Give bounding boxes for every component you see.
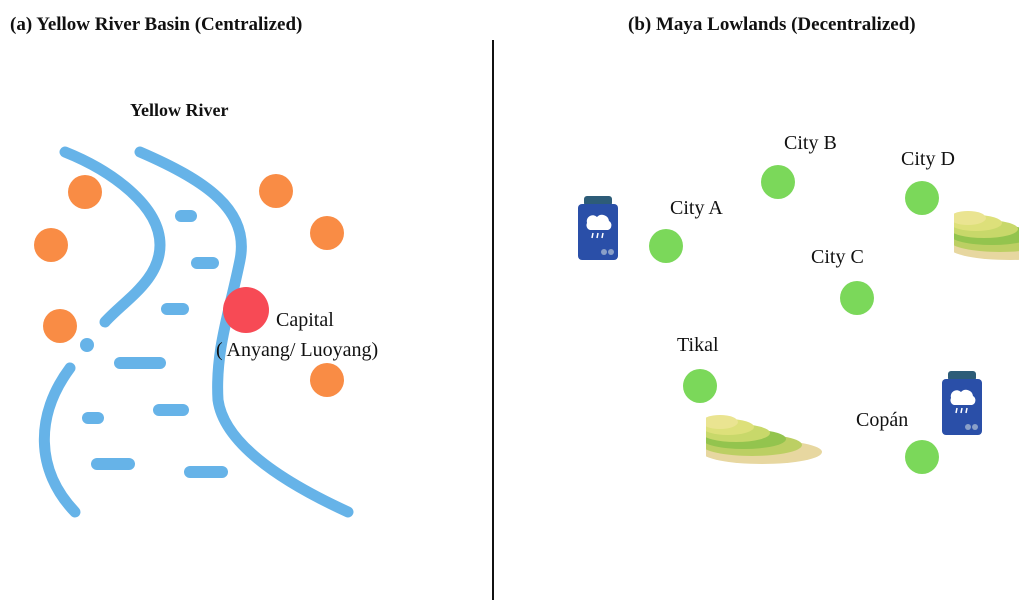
copan-label: Copán (856, 409, 909, 431)
river-left-lower (38, 362, 81, 518)
city-a-label: City A (670, 197, 723, 219)
city-a-dot (649, 229, 683, 263)
settlement-dot (310, 216, 344, 250)
tikal-dot (683, 369, 717, 403)
capital-dot (223, 287, 269, 333)
tikal-label: Tikal (677, 334, 719, 356)
settlement-dot (68, 175, 102, 209)
terraced-field-icon (702, 414, 822, 464)
city-d-dot (905, 181, 939, 215)
maya-cities (649, 165, 939, 474)
river-left-upper (59, 146, 166, 328)
panel-divider (492, 40, 494, 600)
city-b-dot (761, 165, 795, 199)
panel-a-title: (a) Yellow River Basin (Centralized) (10, 14, 303, 35)
settlement-dot (259, 174, 293, 208)
yellow-river-label: Yellow River (130, 100, 229, 120)
river-islet (80, 338, 94, 352)
city-c-label: City C (811, 246, 864, 268)
rain-gauge-icon (941, 370, 983, 436)
capital-label: Capital (276, 309, 334, 331)
settlement-dot (34, 228, 68, 262)
settlement-dot (310, 363, 344, 397)
river-dashes (82, 210, 228, 478)
capital-sublabel: ( Anyang/ Luoyang) (216, 339, 379, 361)
settlement-dot (43, 309, 77, 343)
city-d-label: City D (901, 148, 955, 170)
river-right-main (134, 146, 354, 518)
yellow-river-channels (38, 146, 354, 518)
rain-gauge-icon (577, 195, 619, 261)
terraced-field-icon (950, 210, 1019, 260)
settlements (34, 174, 344, 397)
panel-b-title: (b) Maya Lowlands (Decentralized) (628, 14, 916, 35)
copan-dot (905, 440, 939, 474)
city-b-label: City B (784, 132, 837, 154)
city-c-dot (840, 281, 874, 315)
